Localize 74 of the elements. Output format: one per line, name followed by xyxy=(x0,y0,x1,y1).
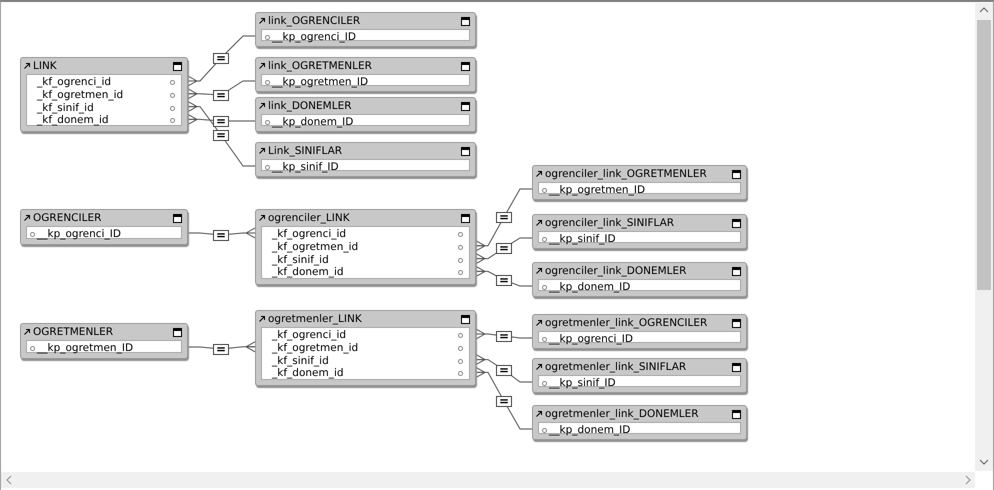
table-title: ogretmenler_link_SINIFLAR xyxy=(545,360,686,374)
table-card xyxy=(532,165,747,200)
field-name: _kf_ogrenci_id xyxy=(272,329,346,341)
field-name: __kp_ogretmen_ID xyxy=(549,184,646,196)
table-title: ogrenciler_link_OGRETMENLER xyxy=(545,167,707,181)
edge-label: = xyxy=(213,52,229,64)
field-name: __kp_ogrenci_ID xyxy=(549,333,633,345)
table-title: ogrenciler_LINK xyxy=(268,211,350,225)
edge-label: = xyxy=(213,230,229,240)
edge-label: = xyxy=(496,274,512,286)
table-card xyxy=(20,209,188,245)
edge-label: = xyxy=(213,116,229,126)
field-name: __kp_ogretmen_ID xyxy=(272,76,368,88)
field-name: _kf_donem_id xyxy=(272,367,344,380)
field-name: __kp_sinif_ID xyxy=(549,377,616,389)
field-name: _kf_donem_id xyxy=(37,114,109,126)
table-card xyxy=(532,358,747,393)
field-name: __kp_donem_ID xyxy=(549,424,630,436)
table-title: link_DONEMLER xyxy=(268,99,352,113)
field-name: _kf_ogrenci_id xyxy=(272,228,346,240)
table-title: ogretmenler_LINK xyxy=(268,312,362,326)
relationship-line xyxy=(476,188,532,252)
edge-label: = xyxy=(496,330,512,342)
table-title: ogretmenler_link_OGRENCILER xyxy=(545,316,708,330)
relationship-line xyxy=(476,328,532,340)
table-card xyxy=(532,405,747,440)
field-name: _kf_ogretmen_id xyxy=(272,240,358,253)
field-name: _kf_ogretmen_id xyxy=(272,342,358,354)
edge-label: = xyxy=(496,364,512,376)
field-name: _kf_sinif_id xyxy=(37,102,94,114)
relationship-line xyxy=(188,114,256,125)
field-name: _kf_sinif_id xyxy=(272,254,329,266)
relationship-line xyxy=(188,80,256,100)
edge-label: = xyxy=(496,242,512,254)
table-title: link_OGRETMENLER xyxy=(268,59,372,73)
table-card xyxy=(532,214,747,249)
table-title: LINK xyxy=(33,59,57,73)
table-card xyxy=(255,12,476,47)
table-card xyxy=(255,209,476,285)
field-name: _kf_sinif_id xyxy=(272,354,329,367)
field-name: __kp_donem_ID xyxy=(272,116,354,128)
edge-label: = xyxy=(213,130,229,140)
field-name: __kp_ogrenci_ID xyxy=(272,31,356,43)
field-name: __kp_sinif_ID xyxy=(272,161,339,173)
edge-label: = xyxy=(213,344,229,354)
relationship-line xyxy=(188,101,256,166)
field-name: _kf_ogretmen_id xyxy=(37,88,124,101)
edge-label: = xyxy=(213,90,229,100)
table-title: OGRETMENLER xyxy=(33,325,114,339)
table-card xyxy=(20,57,188,132)
table-title: Link_SINIFLAR xyxy=(268,144,342,158)
relationship-line xyxy=(188,36,256,86)
table-title: ogrenciler_link_DONEMLER xyxy=(545,264,686,278)
table-title: ogretmenler_link_DONEMLER xyxy=(545,407,699,421)
field-name: _kf_ogrenci_id xyxy=(37,76,112,88)
table-title: link_OGRENCILER xyxy=(268,14,360,28)
table-card xyxy=(532,314,747,349)
relationship-line xyxy=(476,366,532,430)
table-card xyxy=(255,97,476,132)
table-title: ogrenciler_link_SINIFLAR xyxy=(545,216,674,230)
field-name: __kp_ogretmen_ID xyxy=(37,342,134,354)
table-card xyxy=(20,323,188,359)
field-name: _kf_donem_id xyxy=(272,266,344,278)
table-title: OGRENCILER xyxy=(33,211,102,225)
field-name: __kp_donem_ID xyxy=(549,281,630,293)
field-name: __kp_sinif_ID xyxy=(549,233,616,245)
relationship-line xyxy=(476,238,532,264)
table-card xyxy=(255,57,476,92)
table-card xyxy=(255,310,476,386)
table-card xyxy=(532,262,747,297)
edge-label: = xyxy=(496,212,512,222)
table-card xyxy=(255,142,476,177)
edge-label: = xyxy=(496,396,512,406)
field-name: __kp_ogrenci_ID xyxy=(37,228,121,240)
